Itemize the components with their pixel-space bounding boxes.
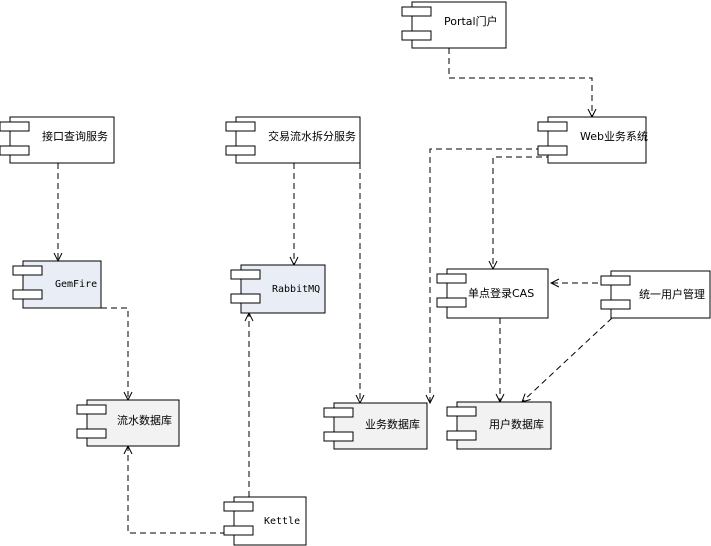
component-user-management[interactable]: 统一用户管理 [600, 270, 711, 319]
component-flow-db-label: 流水数据库 [117, 413, 172, 427]
component-query-service-label: 接口查询服务 [42, 129, 108, 143]
component-user-management-label: 统一用户管理 [639, 287, 705, 301]
edge-web-to-cas [493, 156, 552, 269]
edge-web-to-bizdb [430, 148, 552, 403]
component-web-label: Web业务系统 [580, 130, 648, 143]
component-user-db[interactable]: 用户数据库 [446, 401, 552, 450]
component-kettle-label: Kettle [264, 516, 300, 527]
component-user-db-label: 用户数据库 [489, 417, 544, 431]
component-cas-label: 单点登录CAS [468, 286, 534, 300]
component-kettle[interactable]: Kettle [223, 496, 307, 546]
component-split-service[interactable]: 交易流水拆分服务 [225, 116, 361, 164]
edge-kettle-to-flowdb [128, 446, 246, 534]
component-cas[interactable]: 单点登录CAS [436, 268, 549, 319]
component-portal-label: Portal门户 [444, 14, 498, 28]
edge-gemfire-to-flowdb [101, 307, 128, 400]
component-rabbitmq-label: RabbitMQ [272, 284, 320, 295]
component-rabbitmq[interactable]: RabbitMQ [230, 264, 326, 314]
component-biz-db-label: 业务数据库 [365, 417, 420, 431]
component-flow-db[interactable]: 流水数据库 [76, 399, 180, 447]
edge-uum-to-userdb [522, 317, 613, 402]
edge-portal-to-web [448, 48, 592, 117]
connectors [58, 48, 613, 534]
component-split-service-label: 交易流水拆分服务 [268, 129, 356, 143]
component-portal[interactable]: Portal门户 [401, 1, 507, 49]
component-biz-db[interactable]: 业务数据库 [323, 402, 428, 450]
component-gemfire-label: GemFire [55, 279, 97, 290]
component-gemfire[interactable]: GemFire [12, 260, 102, 309]
component-web[interactable]: Web业务系统 [537, 116, 648, 164]
component-query-service[interactable]: 接口查询服务 [0, 116, 115, 164]
